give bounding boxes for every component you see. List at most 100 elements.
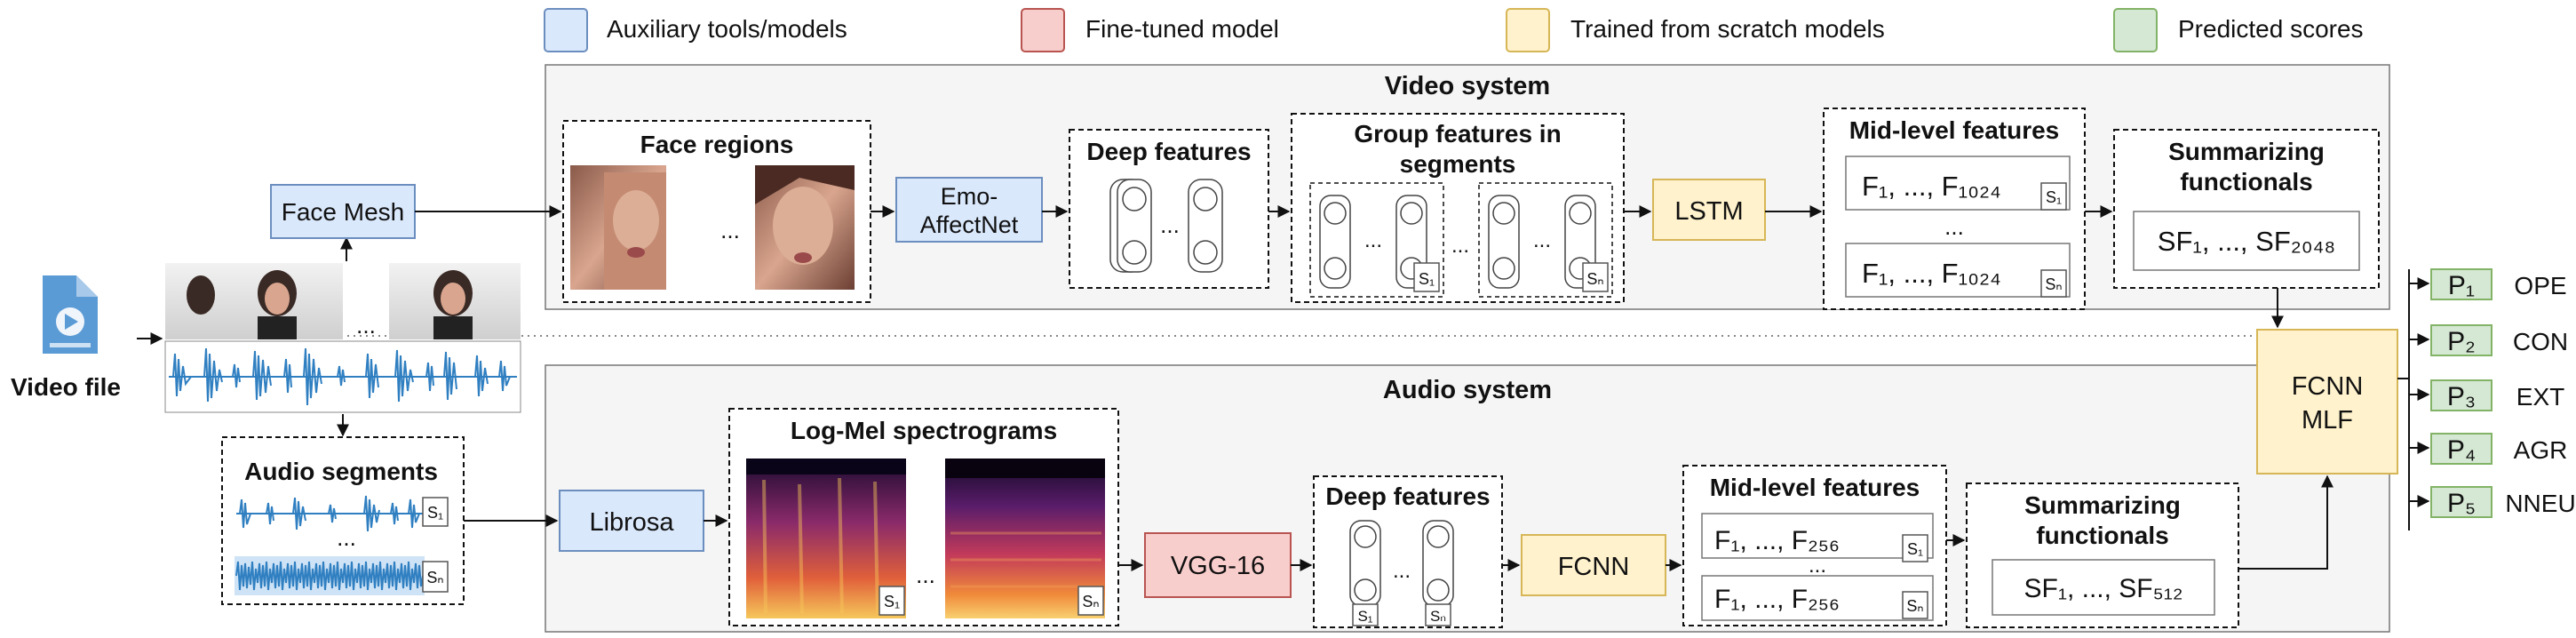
audio-mid-ellipsis: ...	[1809, 554, 1826, 578]
arrow-audio-sf-to-fusion	[2238, 475, 2334, 570]
audio-segment-1-waveform	[236, 495, 423, 532]
specn-seg-label: Sₙ	[1082, 593, 1099, 610]
audio-sf-box	[1992, 559, 2215, 616]
video-row1-seg-box	[2040, 182, 2067, 211]
score-label-2: P₂	[2447, 327, 2476, 356]
emo-affectnet-line2: AffectNet	[920, 211, 1019, 238]
video-summarizing-title-line1: Summarizing	[2168, 138, 2325, 165]
group-segment-1	[1309, 182, 1444, 298]
audio-fcnn-box	[1521, 534, 1666, 596]
audio-deep-seg1-label: S₁	[1357, 608, 1372, 625]
video-deep-ellipsis: ...	[1160, 211, 1180, 238]
audio-deep-seg1-box	[1352, 603, 1379, 626]
audio-row1-seg-label: S₁	[1907, 540, 1923, 558]
audio-deep-segn-label: Sₙ	[1430, 608, 1446, 625]
audio-segn-label: Sₙ	[426, 569, 443, 586]
legend-predicted-label: Predicted scores	[2178, 15, 2364, 43]
audio-deep-segn-box	[1425, 603, 1451, 626]
audio-segn-box	[422, 561, 449, 593]
video-feature-row-1	[1845, 156, 2071, 211]
video-deep-features-title: Deep features	[1086, 138, 1251, 165]
vgg16-box	[1144, 532, 1292, 598]
spec1-seg-label: S₁	[884, 593, 900, 610]
group-segn-ellipsis: ...	[1533, 228, 1551, 252]
video-file-label: Video file	[11, 373, 121, 401]
audio-system-title: Audio system	[1383, 376, 1552, 404]
trait-label-3: EXT	[2516, 383, 2564, 411]
video-file-icon	[43, 275, 98, 354]
audio-mid-level-title: Mid-level features	[1710, 474, 1920, 501]
face-crops-ellipsis: ...	[720, 217, 740, 243]
score-label-4: P₄	[2447, 435, 2476, 465]
input-waveform	[164, 340, 521, 413]
audio-summarizing-title-line2: functionals	[2036, 522, 2168, 549]
audio-seg1-label: S₁	[427, 504, 443, 522]
audio-feature-row-1	[1701, 513, 1934, 559]
fusion-line2: MLF	[2302, 406, 2353, 435]
video-mid-level-title: Mid-level features	[1849, 116, 2060, 144]
audio-sf-text: SF₁, ..., SF₅₁₂	[2024, 574, 2183, 603]
video-deep-features-box	[1069, 129, 1269, 289]
video-row2-seg-box	[2040, 269, 2067, 298]
face-mesh-label: Face Mesh	[282, 198, 405, 226]
group-seg1-ellipsis: ...	[1364, 228, 1382, 252]
audio-row2-seg-box	[1902, 591, 1928, 619]
audio-seg1-box	[422, 497, 449, 527]
spec1-seg-box	[879, 586, 905, 616]
score-label-5: P₅	[2447, 489, 2476, 518]
group-seg1-label: S₁	[1419, 270, 1435, 288]
audio-deep-feature-vectors	[1349, 520, 1454, 607]
fusion-line1: FCNN	[2292, 372, 2364, 401]
audio-segments-ellipsis: ...	[337, 524, 356, 551]
trait-label-4: AGR	[2514, 436, 2568, 464]
video-row2-seg-label: Sₙ	[2045, 275, 2062, 293]
score-box-2	[2430, 324, 2493, 356]
lstm-box	[1652, 179, 1766, 241]
audio-segments-title: Audio segments	[244, 458, 438, 485]
face-crops	[570, 165, 855, 290]
video-sf-text: SF₁, ..., SF₂₀₄₈	[2158, 226, 2335, 257]
video-frames-strip	[165, 263, 521, 339]
vgg16-label: VGG-16	[1171, 552, 1265, 580]
audio-feature-row-2-text: F₁, ..., F₂₅₆	[1714, 585, 1840, 614]
frames-ellipsis: ...	[356, 312, 376, 339]
score-box-4	[2430, 433, 2493, 465]
legend-finetuned-label: Fine-tuned model	[1085, 15, 1279, 43]
audio-row1-seg-box	[1902, 534, 1928, 562]
legend-predicted-swatch	[2113, 8, 2158, 52]
legend-scratch-label: Trained from scratch models	[1570, 15, 1885, 43]
audio-fcnn-label: FCNN	[1558, 553, 1630, 581]
group-segn-label: Sₙ	[1586, 270, 1603, 288]
video-feature-row-2	[1845, 243, 2071, 298]
video-system-title: Video system	[1385, 72, 1550, 100]
librosa-box	[559, 490, 704, 552]
audio-deep-features-title: Deep features	[1325, 482, 1490, 510]
video-feature-row-1-text: F₁, ..., F₁₀₂₄	[1862, 171, 2001, 202]
legend-auxiliary-label: Auxiliary tools/models	[607, 15, 847, 43]
video-summarizing-title-line2: functionals	[2180, 168, 2312, 195]
specn-seg-box	[1077, 586, 1104, 616]
trait-label-1: OPE	[2514, 272, 2566, 299]
score-label-1: P₁	[2448, 271, 2475, 300]
video-row1-seg-label: S₁	[2046, 188, 2062, 206]
video-deep-feature-vectors	[1109, 179, 1223, 273]
log-mel-title: Log-Mel spectrograms	[791, 417, 1057, 444]
audio-row2-seg-label: Sₙ	[1906, 597, 1923, 615]
lstm-label: LSTM	[1674, 197, 1743, 226]
face-regions-title: Face regions	[640, 131, 794, 158]
audio-segment-n-waveform	[235, 556, 425, 595]
group-between-ellipsis: ...	[1451, 234, 1469, 258]
audio-deep-features-box	[1313, 475, 1503, 628]
legend-scratch-swatch	[1506, 8, 1550, 52]
group-features-title-line2: segments	[1400, 150, 1516, 178]
video-sf-box	[2133, 211, 2360, 271]
score-box-5	[2430, 486, 2493, 518]
emo-affectnet-box	[895, 177, 1043, 243]
audio-feature-row-1-text: F₁, ..., F₂₅₆	[1714, 526, 1840, 555]
group-features-title-line1: Group features in	[1354, 120, 1561, 148]
video-feature-row-2-text: F₁, ..., F₁₀₂₄	[1862, 258, 2001, 289]
video-mid-ellipsis: ...	[1944, 213, 1964, 240]
audio-deep-ellipsis: ...	[1393, 559, 1411, 583]
audio-summarizing-title-line1: Summarizing	[2024, 491, 2181, 519]
